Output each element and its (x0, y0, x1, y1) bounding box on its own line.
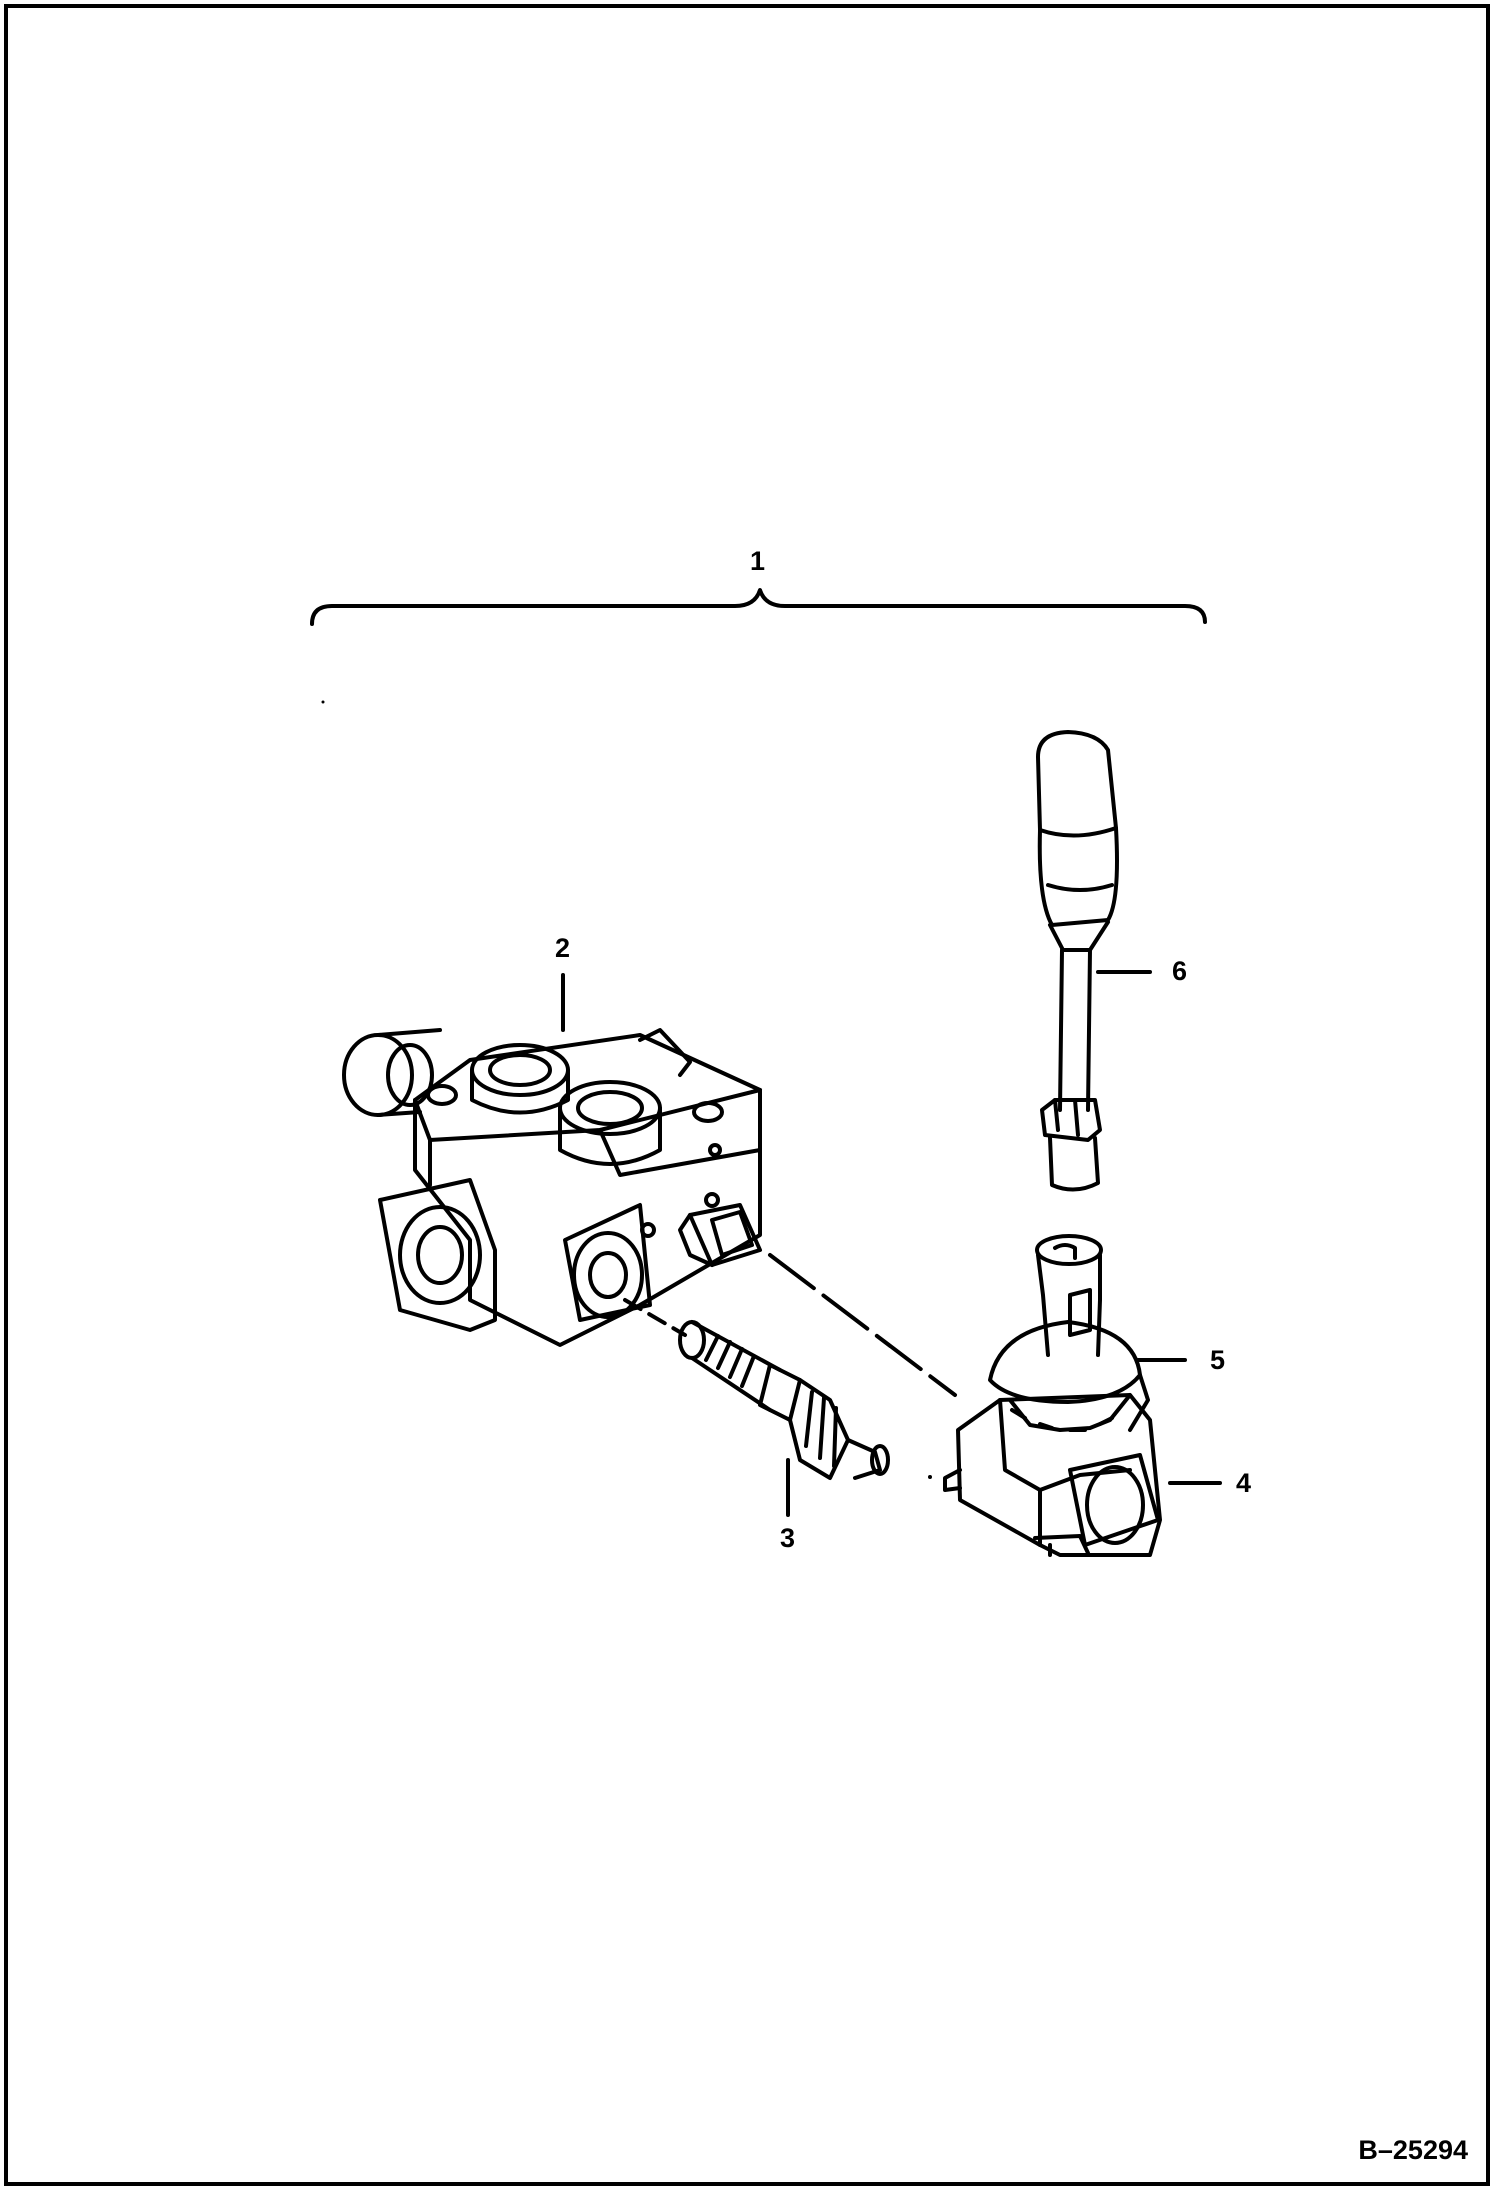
drawing-dot (928, 1475, 932, 1479)
control-lever-part (1036, 730, 1119, 1192)
callout-1: 1 (750, 546, 766, 576)
callout-6: 6 (1172, 956, 1188, 986)
assembly-line-spool (768, 1253, 957, 1397)
drawing-dot (321, 700, 325, 704)
assembly-brace (310, 588, 1207, 626)
valve-body-part (342, 1028, 762, 1347)
relief-valve-part (678, 1320, 890, 1480)
callout-4: 4 (1236, 1468, 1252, 1498)
lever-bracket-part (988, 1234, 1150, 1432)
callout-2: 2 (555, 933, 571, 963)
callout-3: 3 (780, 1523, 796, 1553)
figure-reference-number: B–25294 (1358, 2135, 1468, 2165)
assembly-line-relief (623, 1298, 687, 1337)
spool-housing-part (943, 1393, 1162, 1557)
callout-5: 5 (1210, 1345, 1226, 1375)
